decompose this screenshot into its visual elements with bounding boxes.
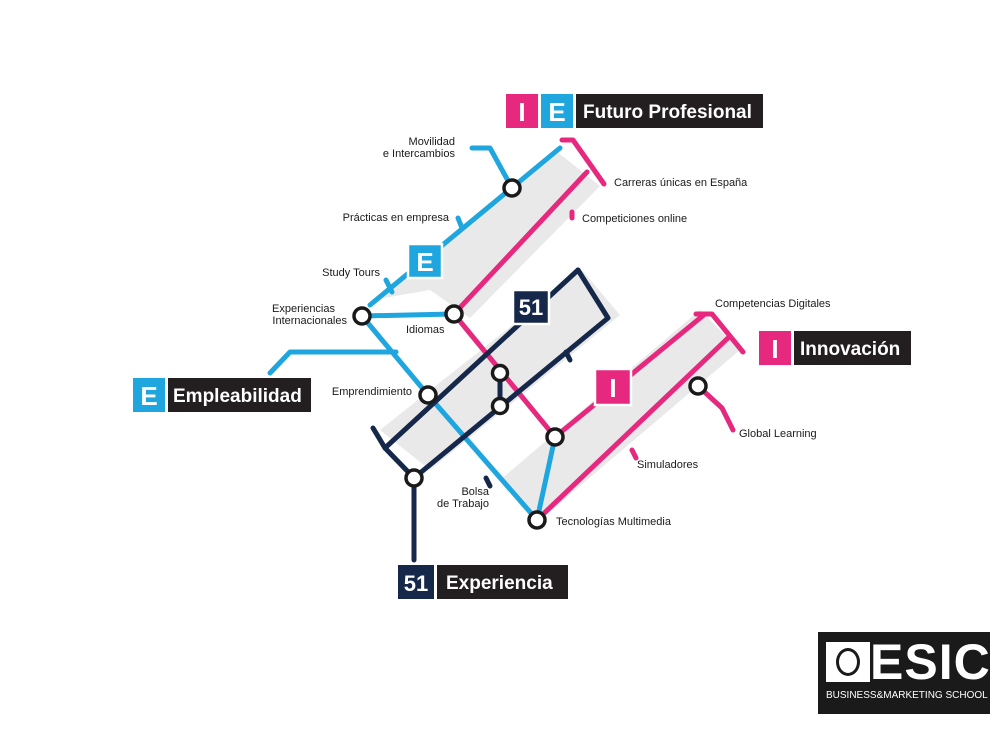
logo-wordmark: ESIC	[870, 634, 990, 690]
legend-innovacion-title: Innovación	[800, 339, 900, 360]
station-tecnologias	[527, 510, 547, 530]
blue-line	[267, 145, 563, 523]
legend-experiencia: 51 Experiencia	[398, 565, 568, 599]
label-experiencias-1: Experiencias	[272, 303, 335, 315]
label-bolsa-2: de Trabajo	[437, 498, 489, 510]
seal-icon	[826, 642, 870, 682]
label-movilidad-2: e Intercambios	[383, 148, 456, 160]
legend-futuro-profesional: I E Futuro Profesional	[506, 94, 763, 128]
label-competencias: Competencias Digitales	[715, 298, 831, 310]
legend-experiencia-title: Experiencia	[446, 573, 553, 594]
station-movilidad	[502, 178, 522, 198]
legend-futuro-badge-i: I	[518, 97, 525, 127]
station-interchange	[545, 427, 565, 447]
logo-tagline: BUSINESS&MARKETING SCHOOL	[826, 690, 988, 701]
station-global-node	[688, 376, 708, 396]
station-experiencias	[352, 306, 372, 326]
legend-empleabilidad: E Empleabilidad	[133, 378, 311, 412]
label-global: Global Learning	[739, 428, 817, 440]
gray-band-lower	[500, 310, 740, 520]
marker-e-text: E	[416, 247, 433, 277]
legend-experiencia-badge: 51	[404, 571, 428, 596]
label-bolsa-1: Bolsa	[461, 486, 489, 498]
marker-51-text: 51	[519, 295, 543, 320]
label-emprendimiento: Emprendimiento	[332, 386, 412, 398]
legend-empleabilidad-title: Empleabilidad	[173, 386, 302, 407]
label-movilidad-1: Movilidad	[409, 136, 455, 148]
marker-i-text: I	[609, 373, 616, 403]
label-simuladores: Simuladores	[637, 459, 699, 471]
label-tecnologias: Tecnologías Multimedia	[556, 516, 672, 528]
label-study-tours: Study Tours	[322, 267, 380, 279]
marker-i: I	[593, 367, 633, 407]
station-idiomas	[444, 304, 464, 324]
label-idiomas: Idiomas	[406, 324, 445, 336]
legend-empleabilidad-badge: E	[140, 381, 157, 411]
legend-futuro-badge-e: E	[548, 97, 565, 127]
marker-51: 51	[511, 288, 551, 326]
station-emprendimiento	[418, 385, 438, 405]
label-competiciones: Competiciones online	[582, 213, 687, 225]
station-transfer-top	[490, 363, 510, 383]
label-experiencias-2: Internacionales	[272, 315, 347, 327]
legend-innovacion-badge: I	[771, 334, 778, 364]
label-practicas: Prácticas en empresa	[343, 212, 450, 224]
label-carreras: Carreras únicas en España	[614, 177, 748, 189]
station-experiencia-node	[404, 468, 424, 488]
legend-innovacion: I Innovación	[759, 331, 911, 365]
esic-logo: ESIC BUSINESS&MARKETING SCHOOL	[818, 632, 990, 714]
station-transfer-bottom	[490, 396, 510, 416]
marker-e: E	[406, 242, 444, 280]
legend-futuro-title: Futuro Profesional	[583, 102, 752, 123]
